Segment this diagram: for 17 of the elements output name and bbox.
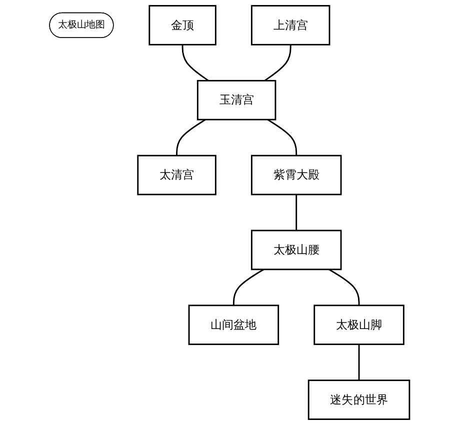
connector [328, 268, 360, 306]
node-box: 玉清宫 [196, 80, 276, 120]
connector [296, 194, 298, 230]
node-box: 太清宫 [137, 154, 216, 196]
node-box: 太极山脚 [314, 304, 404, 346]
node-box: 上清宫 [250, 5, 330, 46]
connector [358, 344, 360, 380]
node-box: 太极山腰 [250, 230, 342, 270]
node-box: 迷失的世界 [308, 380, 410, 420]
node-box: 紫霄大殿 [250, 154, 342, 196]
connector [264, 44, 292, 82]
connector [176, 118, 206, 156]
connector [182, 44, 209, 82]
connector [232, 268, 264, 306]
connector [267, 118, 298, 156]
node-box: 金顶 [148, 5, 216, 46]
node-box: 山间盆地 [188, 304, 280, 346]
